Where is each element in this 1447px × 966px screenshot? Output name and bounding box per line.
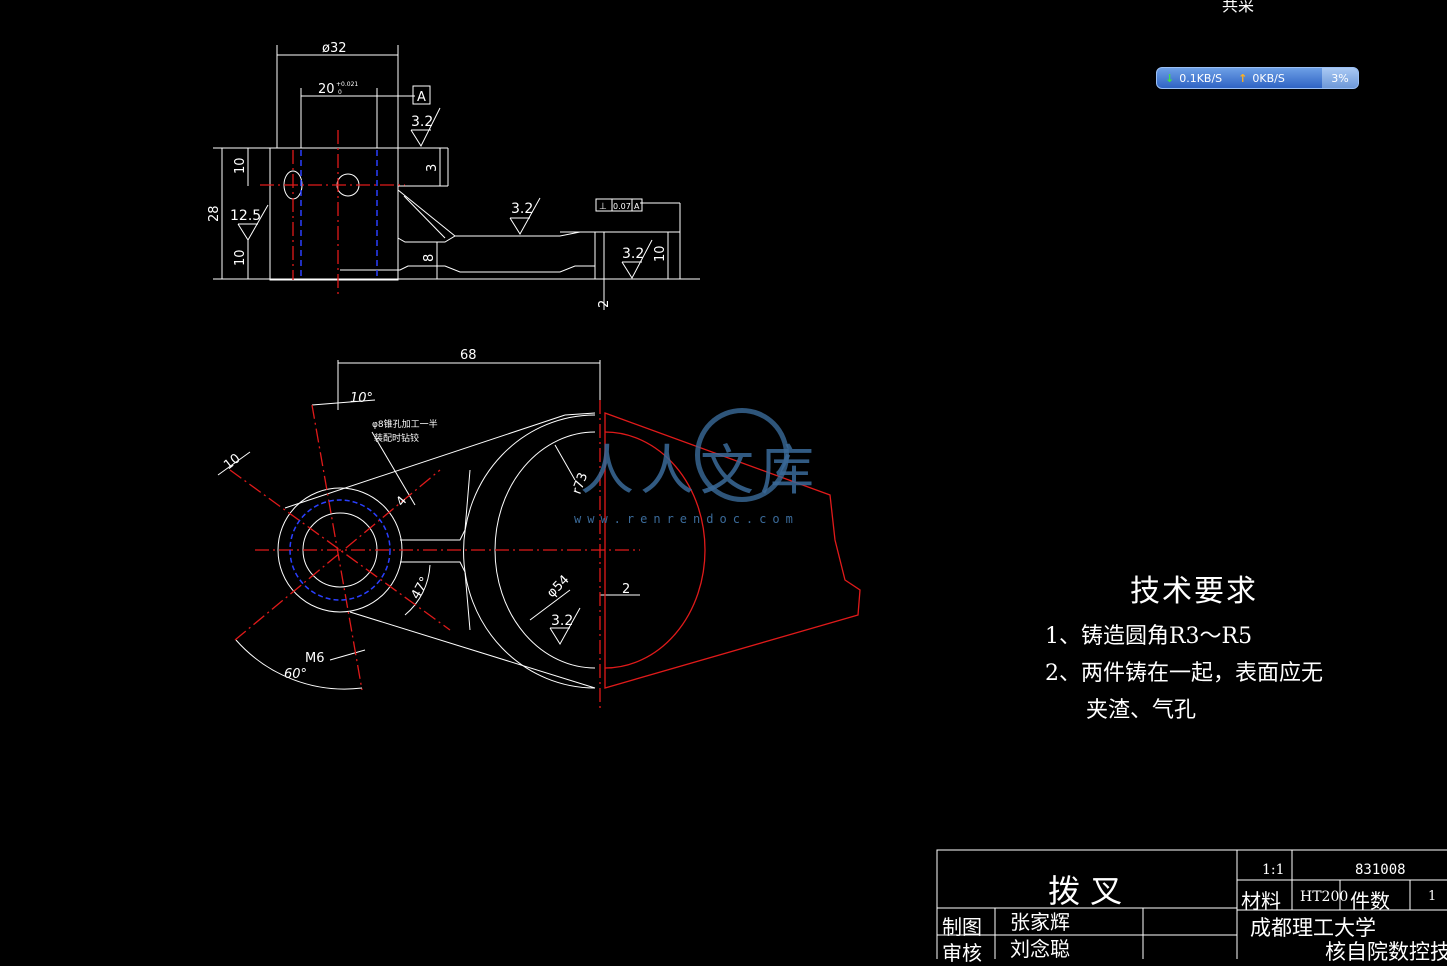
angle-10: 10° [350, 391, 373, 406]
arm-edge-top [284, 414, 566, 509]
d10-dim [217, 451, 251, 476]
angle-47: 47° [408, 575, 433, 602]
part-name: 拨 叉 [1048, 872, 1123, 910]
tol-ref: A [634, 202, 640, 211]
rough-label-5: 3.2 [551, 613, 573, 629]
drawn-label: 制图 [942, 915, 982, 939]
angle-60: 60° [284, 667, 307, 682]
title-block [936, 849, 1447, 959]
angle60-arc [235, 639, 363, 690]
percent-readout: 3% [1322, 68, 1358, 88]
rough-mark-2 [237, 204, 269, 241]
drawing-number: 831008 [1355, 862, 1406, 878]
arm-top [397, 186, 595, 243]
front-centerlines [260, 130, 405, 295]
note-leader [371, 431, 416, 506]
front-view [213, 45, 700, 310]
dimension-texts: ø32 20 +0.021 0 A 3.2 12.5 3.2 3.2 3.2 2… [207, 41, 668, 682]
download-segment: ↓ 0.1KB/S [1157, 72, 1230, 85]
dim-10c: 10 [653, 245, 668, 262]
dim-r73: r73 [570, 471, 592, 497]
dim-hole20-tol2: 0 [338, 89, 342, 96]
material-value: HT200 [1300, 889, 1349, 905]
drawn-by: 张家辉 [1010, 910, 1070, 934]
arm-edge-bottom [349, 611, 596, 689]
qty-value: 1 [1428, 889, 1437, 904]
dim-phi54: φ54 [544, 572, 572, 600]
fork-outer-arc [463, 414, 596, 689]
tech-item-1: 1、铸造圆角R3～R5 [1045, 624, 1253, 649]
mirror-outline [604, 412, 861, 689]
rough-label-1: 3.2 [411, 114, 433, 130]
note-hole: φ8锥孔加工一半 [372, 418, 438, 430]
checked-label: 审核 [942, 941, 982, 965]
arm-bottom [340, 265, 595, 273]
rough-label-2: 12.5 [230, 208, 261, 224]
dim-hole20-tol: +0.021 [336, 81, 358, 88]
tech-item-3: 夹渣、气孔 [1086, 698, 1197, 723]
rib-line-2 [403, 195, 446, 239]
mirror-inner-arc [604, 431, 706, 669]
rough-label-4: 3.2 [622, 246, 644, 262]
web-bottom [400, 561, 471, 631]
m6-leader [329, 649, 366, 661]
dim-10b: 10 [233, 249, 248, 266]
dim-2b: 2 [622, 582, 630, 597]
rough-mark-3 [509, 197, 541, 235]
dim-2a: 2 [597, 300, 612, 308]
web-top [400, 469, 471, 541]
rough-mark-5 [549, 607, 581, 645]
material-label: 材料 [1241, 889, 1281, 913]
tol-val: 0.07 [613, 202, 631, 211]
qty-label: 件数 [1350, 889, 1390, 913]
upload-arrow-icon: ↑ [1238, 71, 1248, 85]
download-speed: 0.1KB/S [1179, 71, 1223, 85]
dim-10a: 10 [233, 157, 248, 174]
network-speed-widget[interactable]: ↓ 0.1KB/S ↑ 0KB/S 3% [1156, 67, 1359, 89]
top-view [217, 360, 640, 690]
dim-8: 8 [422, 254, 437, 262]
tech-requirements-title: 技术要求 [1130, 574, 1258, 609]
school-name: 成都理工大学 [1250, 916, 1376, 940]
tol-frame [595, 198, 643, 212]
rough-mark-1 [410, 107, 441, 148]
department: 核自院数控技术 [1325, 940, 1447, 964]
tol-sym: ⊥ [599, 202, 607, 212]
r73-leader [554, 444, 576, 481]
datum-box [412, 85, 431, 105]
phi54-leader [529, 589, 571, 621]
top-label: 共采 [1222, 0, 1255, 15]
rib-line [397, 189, 456, 237]
upload-segment: ↑ 0KB/S [1230, 72, 1293, 85]
dim-m6: M6 [305, 651, 325, 666]
dim-3: 3 [425, 164, 440, 172]
tech-item-2: 2、两件铸在一起，表面应无 [1045, 661, 1323, 686]
scale: 1:1 [1262, 862, 1285, 878]
top-hidden [289, 499, 391, 601]
datum-label: A [417, 90, 426, 105]
download-arrow-icon: ↓ [1165, 71, 1175, 85]
note-hole2: 装配时钻铰 [374, 432, 419, 444]
upload-speed: 0KB/S [1252, 71, 1285, 85]
mirror-fork [604, 412, 861, 689]
front-hidden [300, 150, 378, 280]
rough-mark-4 [621, 239, 653, 280]
top-centerlines [229, 400, 640, 712]
fork-tip-top [564, 412, 596, 416]
rough-label-3: 3.2 [511, 201, 533, 217]
boss-outline [269, 147, 399, 281]
checked-by: 刘念聪 [1010, 937, 1070, 961]
dim-d32: ø32 [322, 41, 347, 56]
dim-28: 28 [207, 205, 222, 222]
angle47-arc [404, 564, 431, 616]
angle10-dim [311, 399, 376, 406]
dim-hole20: 20 [318, 82, 335, 97]
dim-68: 68 [460, 348, 477, 363]
